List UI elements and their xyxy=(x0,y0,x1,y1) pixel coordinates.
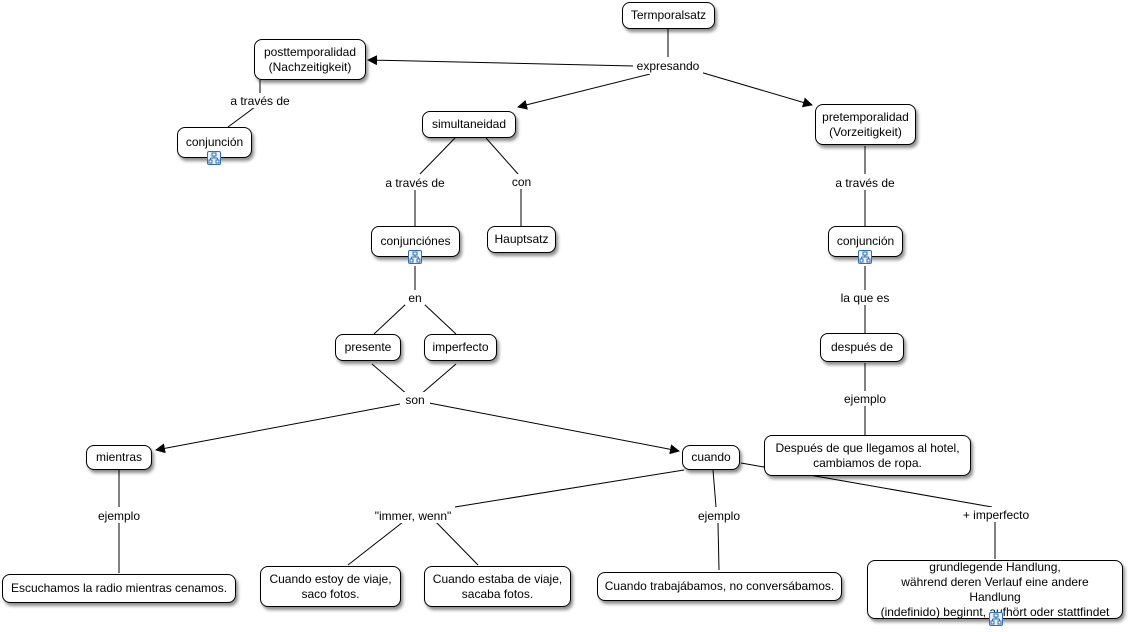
line-cuando-immer xyxy=(454,469,685,508)
concept-mientras-ejemplo[interactable]: Escuchamos la radio mientras cenamos. xyxy=(2,574,236,603)
line-simul-atraves xyxy=(419,137,456,175)
line-en-presente xyxy=(373,303,407,335)
link-en: en xyxy=(405,290,425,305)
concept-temporalsatz[interactable]: Termporalsatz xyxy=(622,2,715,29)
line-cuando-ejemplo xyxy=(712,469,717,508)
concept-posttemporalidad[interactable]: posttemporalidad (Nachzeitigkeit) xyxy=(254,39,366,80)
submap-icon[interactable] xyxy=(207,151,221,165)
line-imperfecto-son xyxy=(419,363,457,396)
concept-cuando[interactable]: cuando xyxy=(682,445,740,470)
link-mas-imperfecto: + imperfecto xyxy=(957,507,1035,522)
link-ejemplo-mientras: ejemplo xyxy=(92,508,146,523)
link-immer-wenn: "immer, wenn" xyxy=(369,508,457,523)
arrow-to-pretemporalidad xyxy=(699,71,813,108)
line-en-imperfecto xyxy=(423,303,457,335)
arrow-to-cuando xyxy=(428,402,680,455)
link-a-traves-de-left: a través de xyxy=(226,93,294,108)
link-ejemplo-cuando: ejemplo xyxy=(692,508,746,523)
submap-icon[interactable] xyxy=(408,250,422,264)
arrow-to-simultaneidad xyxy=(517,73,651,110)
concept-cuando-estoy[interactable]: Cuando estoy de viaje, saco fotos. xyxy=(260,566,401,607)
link-a-traves-de-mid: a través de xyxy=(381,175,449,190)
line-presente-son xyxy=(371,363,409,396)
concept-presente[interactable]: presente xyxy=(335,334,401,361)
submap-icon[interactable] xyxy=(989,612,1003,626)
link-a-traves-de-right: a través de xyxy=(831,175,899,190)
arrow-to-mientras xyxy=(155,403,401,454)
line-simul-con xyxy=(485,137,519,175)
concept-despues-ejemplo[interactable]: Después de que llegamos al hotel, cambia… xyxy=(764,435,971,476)
concept-hauptsatz[interactable]: Hauptsatz xyxy=(487,226,556,253)
link-la-que-es: la que es xyxy=(836,290,894,305)
line-immer-estoy xyxy=(347,521,404,566)
link-expresando: expresando xyxy=(633,58,703,74)
concept-cuando-trabajabamos[interactable]: Cuando trabajábamos, no conversábamos. xyxy=(597,572,842,601)
concept-grundlegende[interactable]: grundlegende Handlung, während deren Ver… xyxy=(867,560,1123,619)
concept-mientras[interactable]: mientras xyxy=(86,445,152,470)
concept-pretemporalidad[interactable]: pretemporalidad (Vorzeitigkeit) xyxy=(815,104,916,145)
arrow-to-posttemporalidad xyxy=(367,55,635,67)
concept-despues-de[interactable]: después de xyxy=(820,333,904,362)
line-ejemplo-trabajabamos xyxy=(717,522,720,571)
link-con: con xyxy=(508,174,535,189)
line-immer-estaba xyxy=(435,521,479,566)
link-ejemplo-right: ejemplo xyxy=(838,391,892,406)
submap-icon[interactable] xyxy=(858,250,872,264)
concept-simultaneidad[interactable]: simultaneidad xyxy=(422,111,516,138)
link-son: son xyxy=(400,392,430,407)
line-atraves-conjuncion-left xyxy=(227,106,256,128)
concept-imperfecto[interactable]: imperfecto xyxy=(424,334,497,361)
concept-cuando-estaba[interactable]: Cuando estaba de viaje, sacaba fotos. xyxy=(424,566,571,607)
